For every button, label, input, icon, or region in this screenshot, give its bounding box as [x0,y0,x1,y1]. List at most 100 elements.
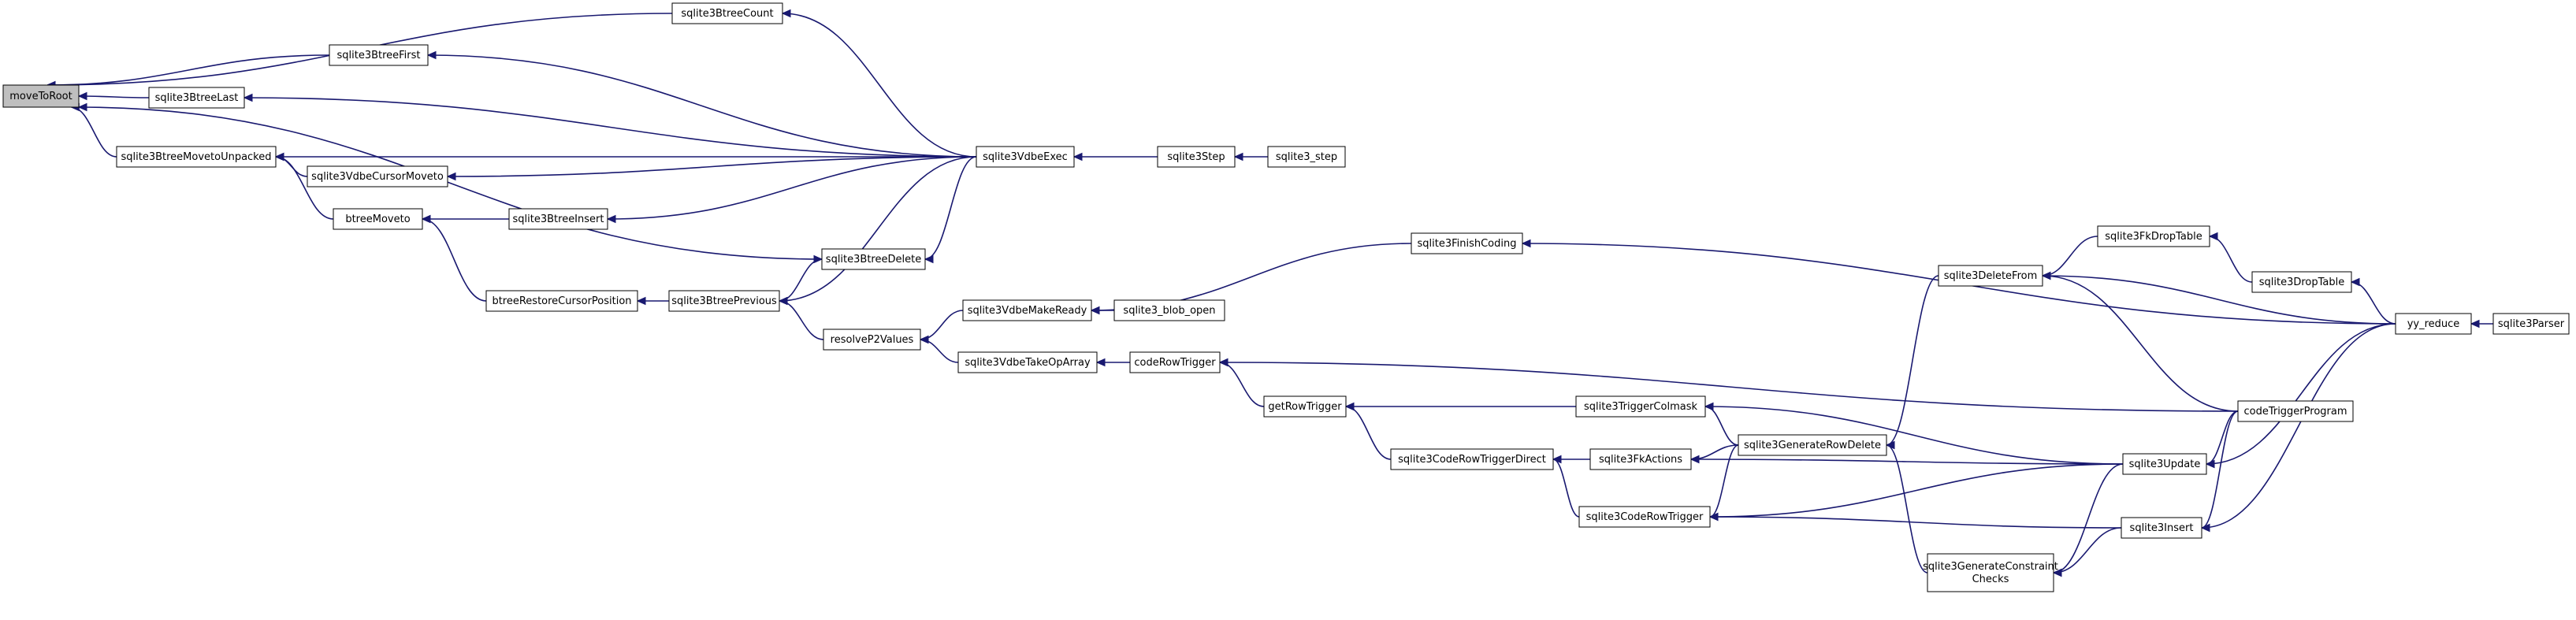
node-box-sqlite3VdbeExec[interactable] [976,146,1075,168]
node-box-sqlite3_step[interactable] [1267,146,1346,168]
node-label-sqlite3VdbeTakeOpArray: sqlite3VdbeTakeOpArray [965,357,1091,369]
node-label-sqlite3BtreeInsert: sqlite3BtreeInsert [513,213,604,225]
node-sqlite3Update[interactable]: sqlite3Update [2122,453,2207,475]
node-box-sqlite3BtreeDelete[interactable] [821,248,926,270]
node-box-sqlite3VdbeMakeReady[interactable] [962,299,1092,321]
node-sqlite3BtreeDelete[interactable]: sqlite3BtreeDelete [821,248,926,270]
node-sqlite3CodeRowTrigger[interactable]: sqlite3CodeRowTrigger [1578,506,1711,528]
node-box-yy_reduce[interactable] [2395,313,2472,335]
arrowhead-yy_reduce-to-sqlite3DeleteFrom [2041,271,2051,280]
node-btreeMoveto[interactable]: btreeMoveto [333,208,423,230]
node-box-sqlite3_blob_open[interactable] [1113,299,1225,321]
node-box-sqlite3DeleteFrom[interactable] [1938,265,2043,287]
node-box-sqlite3Parser[interactable] [2492,313,2570,335]
node-box-sqlite3VdbeTakeOpArray[interactable] [957,351,1098,373]
node-box-sqlite3Update[interactable] [2122,453,2207,475]
node-box-getRowTrigger[interactable] [1263,395,1347,418]
node-yy_reduce[interactable]: yy_reduce [2395,313,2472,335]
node-moveToRoot[interactable]: moveToRoot [2,84,80,108]
node-box-sqlite3Step[interactable] [1157,146,1236,168]
node-resolveP2Values[interactable]: resolveP2Values [823,329,921,351]
edge-sqlite3DeleteFrom-to-sqlite3GenerateRowDelete [1886,275,1939,446]
node-box-sqlite3BtreeLast[interactable] [148,87,245,109]
node-box-sqlite3FinishCoding[interactable] [1411,232,1523,254]
node-sqlite3BtreeFirst[interactable]: sqlite3BtreeFirst [329,44,429,66]
node-codeRowTrigger[interactable]: codeRowTrigger [1129,351,1221,373]
node-sqlite3GenerateRowDelete[interactable]: sqlite3GenerateRowDelete [1738,434,1887,456]
node-box-btreeRestoreCursorPosition[interactable] [485,290,638,312]
node-sqlite3VdbeMakeReady[interactable]: sqlite3VdbeMakeReady [962,299,1092,321]
node-label-codeRowTrigger: codeRowTrigger [1134,357,1216,369]
node-box-btreeMoveto[interactable] [333,208,423,230]
node-box-sqlite3FkActions[interactable] [1589,448,1692,470]
node-sqlite3BtreeCount[interactable]: sqlite3BtreeCount [671,2,783,24]
arrowhead-sqlite3BtreePrevious-to-btreeRestoreCursorPosition [636,296,646,306]
node-sqlite3FinishCoding[interactable]: sqlite3FinishCoding [1411,232,1523,254]
node-label-sqlite3FinishCoding: sqlite3FinishCoding [1417,238,1516,250]
node-sqlite3Step[interactable]: sqlite3Step [1157,146,1236,168]
node-label-sqlite3BtreeFirst: sqlite3BtreeFirst [336,50,420,61]
node-label-sqlite3BtreeCount: sqlite3BtreeCount [681,8,773,20]
node-box-sqlite3BtreeCount[interactable] [671,2,783,24]
node-sqlite3Insert[interactable]: sqlite3Insert [2121,517,2202,539]
node-sqlite3BtreePrevious[interactable]: sqlite3BtreePrevious [668,290,780,312]
node-codeTriggerProgram[interactable]: codeTriggerProgram [2237,400,2354,422]
node-sqlite3BtreeInsert[interactable]: sqlite3BtreeInsert [508,208,608,230]
node-box-sqlite3CodeRowTriggerDirect[interactable] [1390,448,1554,470]
node-box-sqlite3BtreeMovetoUnpacked[interactable] [116,146,277,168]
edge-sqlite3BtreePrevious-to-sqlite3BtreeDelete [779,258,823,302]
node-label-sqlite3BtreeLast: sqlite3BtreeLast [155,92,239,104]
node-sqlite3BtreeLast[interactable]: sqlite3BtreeLast [148,87,245,109]
node-label-sqlite3VdbeExec: sqlite3VdbeExec [983,151,1068,163]
node-box-codeRowTrigger[interactable] [1129,351,1221,373]
node-sqlite3_step[interactable]: sqlite3_step [1267,146,1346,168]
arrowhead-sqlite3VdbeExec-to-sqlite3VdbeCursorMoveto [446,172,456,181]
node-sqlite3VdbeExec[interactable]: sqlite3VdbeExec [976,146,1075,168]
node-sqlite3VdbeTakeOpArray[interactable]: sqlite3VdbeTakeOpArray [957,351,1098,373]
node-box-sqlite3CodeRowTrigger[interactable] [1578,506,1711,528]
edge-yy_reduce-to-sqlite3DropTable [2351,281,2396,325]
node-label-resolveP2Values: resolveP2Values [831,334,914,346]
node-box-sqlite3DropTable[interactable] [2251,271,2352,293]
node-sqlite3DropTable[interactable]: sqlite3DropTable [2251,271,2352,293]
node-sqlite3Parser[interactable]: sqlite3Parser [2492,313,2570,335]
node-box-sqlite3TriggerColmask[interactable] [1575,395,1706,418]
edge-sqlite3BtreeMovetoUnpacked-to-moveToRoot [71,106,117,158]
node-sqlite3TriggerColmask[interactable]: sqlite3TriggerColmask [1575,395,1706,418]
arrowhead-yy_reduce-to-sqlite3Update [2205,459,2215,469]
edge-sqlite3CodeRowTriggerDirect-to-getRowTrigger [1345,406,1392,460]
node-sqlite3VdbeCursorMoveto[interactable]: sqlite3VdbeCursorMoveto [307,165,448,187]
node-box-sqlite3FkDropTable[interactable] [2097,225,2210,247]
arrowhead-sqlite3CodeRowTrigger-to-sqlite3CodeRowTriggerDirect [1552,455,1562,464]
node-sqlite3BtreeMovetoUnpacked[interactable]: sqlite3BtreeMovetoUnpacked [116,146,277,168]
node-label-moveToRoot: moveToRoot [9,91,72,102]
arrowhead-btreeRestoreCursorPosition-to-btreeMoveto [421,214,431,224]
edge-sqlite3VdbeExec-to-sqlite3BtreeCount [782,13,977,158]
node-box-sqlite3GenerateRowDelete[interactable] [1738,434,1887,456]
node-box-sqlite3Insert[interactable] [2121,517,2202,539]
edge-sqlite3BtreeLast-to-moveToRoot [78,95,150,98]
node-getRowTrigger[interactable]: getRowTrigger [1263,395,1347,418]
edge-sqlite3Update-to-sqlite3FkActions [1690,459,2124,465]
node-box-sqlite3BtreeInsert[interactable] [508,208,608,230]
node-box-resolveP2Values[interactable] [823,329,921,351]
node-box-moveToRoot[interactable] [2,84,80,108]
node-box-codeTriggerProgram[interactable] [2237,400,2354,422]
arrowhead-sqlite3Parser-to-yy_reduce [2470,319,2480,329]
node-sqlite3_blob_open[interactable]: sqlite3_blob_open [1113,299,1225,321]
node-label-sqlite3DeleteFrom: sqlite3DeleteFrom [1944,270,2038,282]
edge-sqlite3Update-to-sqlite3TriggerColmask [1704,406,2124,465]
arrowhead-sqlite3VdbeExec-to-sqlite3BtreeLast [243,93,253,102]
node-box-sqlite3BtreeFirst[interactable] [329,44,429,66]
node-label-btreeRestoreCursorPosition: btreeRestoreCursorPosition [492,295,631,307]
node-sqlite3CodeRowTriggerDirect[interactable]: sqlite3CodeRowTriggerDirect [1390,448,1554,470]
node-box-sqlite3VdbeCursorMoveto[interactable] [307,165,448,187]
node-box-sqlite3BtreePrevious[interactable] [668,290,780,312]
node-sqlite3FkDropTable[interactable]: sqlite3FkDropTable [2097,225,2210,247]
node-box-sqlite3GenerateConstraintChecks[interactable] [1927,553,2054,592]
node-btreeRestoreCursorPosition[interactable]: btreeRestoreCursorPosition [485,290,638,312]
node-sqlite3DeleteFrom[interactable]: sqlite3DeleteFrom [1938,265,2043,287]
node-sqlite3FkActions[interactable]: sqlite3FkActions [1589,448,1692,470]
